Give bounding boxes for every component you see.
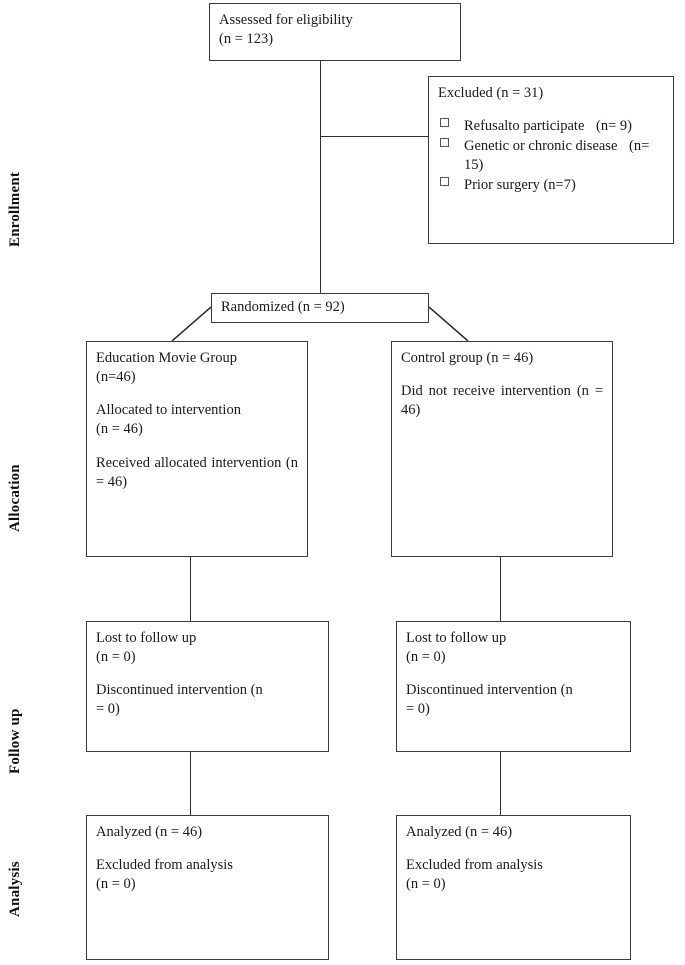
emg-allocated-line-2: (n = 46) [96,421,143,438]
excluded-reason-text: Refusalto participate [464,118,585,135]
ctl-discontinued-line-1: Discontinued intervention (n [406,682,573,699]
int-excluded-line-2: (n = 0) [96,876,136,893]
box-excluded: Excluded (n = 31) Refusalto participate … [428,76,674,244]
spacer [96,387,298,401]
connector-intervention-alloc-to-followup [190,557,191,621]
intervention-analysis-content: Analyzed (n = 46) Excluded from analysis… [87,816,328,899]
emg-title-line-1: Education Movie Group [96,350,237,366]
checkbox-square-icon [440,176,449,186]
spacer [96,667,319,681]
ctl-excluded-line-1: Excluded from analysis [406,857,543,874]
assessed-content: Assessed for eligibility (n = 123) [210,4,460,54]
ctl-excluded-line-2: (n = 0) [406,876,446,893]
excluded-reason-item: Prior surgery (n=7) [438,176,664,195]
excluded-reason-list: Refusalto participate (n= 9) Genetic or … [438,117,664,194]
assessed-line-2: (n = 123) [219,31,274,48]
int-discontinued-line-2: = 0) [96,701,120,718]
connector-control-alloc-to-followup [500,557,501,621]
box-control-group: Control group (n = 46) Did not receive i… [391,341,613,557]
control-title: Control group (n = 46) [401,350,534,366]
box-intervention-follow-up: Lost to follow up (n = 0) Discontinued i… [86,621,329,752]
connector-trunk-to-excluded [320,136,428,137]
intervention-follow-up-content: Lost to follow up (n = 0) Discontinued i… [87,622,328,725]
connector-intervention-followup-to-analysis [190,752,191,815]
excluded-reason-count: (n= 9) [596,118,632,135]
emg-allocated-line-1: Allocated to intervention [96,402,241,419]
assessed-line-1: Assessed for eligibility [219,12,353,28]
ctl-analyzed: Analyzed (n = 46) [406,824,513,840]
control-analysis-content: Analyzed (n = 46) Excluded from analysis… [397,816,630,899]
int-discontinued-line-1: Discontinued intervention (n [96,682,263,699]
spacer [401,368,603,382]
spacer [96,842,319,856]
connector-control-followup-to-analysis [500,752,501,815]
box-education-movie-group: Education Movie Group (n=46) Allocated t… [86,341,308,557]
ctl-lost-line-1: Lost to follow up [406,630,507,646]
emg-received: Received allocated intervention (n = 46) [96,454,298,490]
excluded-reason-item: Refusalto participate (n= 9) [438,117,664,136]
int-excluded-line-1: Excluded from analysis [96,857,233,874]
box-intervention-analysis: Analyzed (n = 46) Excluded from analysis… [86,815,329,960]
box-control-analysis: Analyzed (n = 46) Excluded from analysis… [396,815,631,960]
education-movie-group-content: Education Movie Group (n=46) Allocated t… [87,342,307,497]
control-follow-up-content: Lost to follow up (n = 0) Discontinued i… [397,622,630,725]
emg-title-line-2: (n=46) [96,369,136,386]
box-assessed-for-eligibility: Assessed for eligibility (n = 123) [209,3,461,61]
control-group-content: Control group (n = 46) Did not receive i… [392,342,612,425]
spacer [96,440,298,454]
checkbox-square-icon [440,137,449,147]
excluded-reason-text: Prior surgery (n=7) [464,176,576,193]
int-analyzed: Analyzed (n = 46) [96,824,203,840]
checkbox-square-icon [440,118,449,128]
excluded-reason-text: Genetic or chronic disease [464,137,618,154]
box-control-follow-up: Lost to follow up (n = 0) Discontinued i… [396,621,631,752]
int-lost-line-1: Lost to follow up [96,630,197,646]
randomized-content: Randomized (n = 92) [212,294,428,322]
connector-assessed-to-randomized [320,60,321,293]
spacer [406,667,621,681]
ctl-lost-line-2: (n = 0) [406,649,446,666]
control-did-not-receive: Did not receive intervention (n = 46) [401,383,603,419]
randomized-text: Randomized (n = 92) [221,299,345,315]
int-lost-line-2: (n = 0) [96,649,136,666]
excluded-title: Excluded (n = 31) [438,85,544,101]
spacer [406,842,621,856]
excluded-reason-item: Genetic or chronic disease (n= 15) [438,137,664,175]
box-randomized: Randomized (n = 92) [211,293,429,323]
excluded-reason-count: (n= 15) [464,137,650,173]
ctl-discontinued-line-2: = 0) [406,701,430,718]
excluded-content: Excluded (n = 31) Refusalto participate … [429,77,673,201]
